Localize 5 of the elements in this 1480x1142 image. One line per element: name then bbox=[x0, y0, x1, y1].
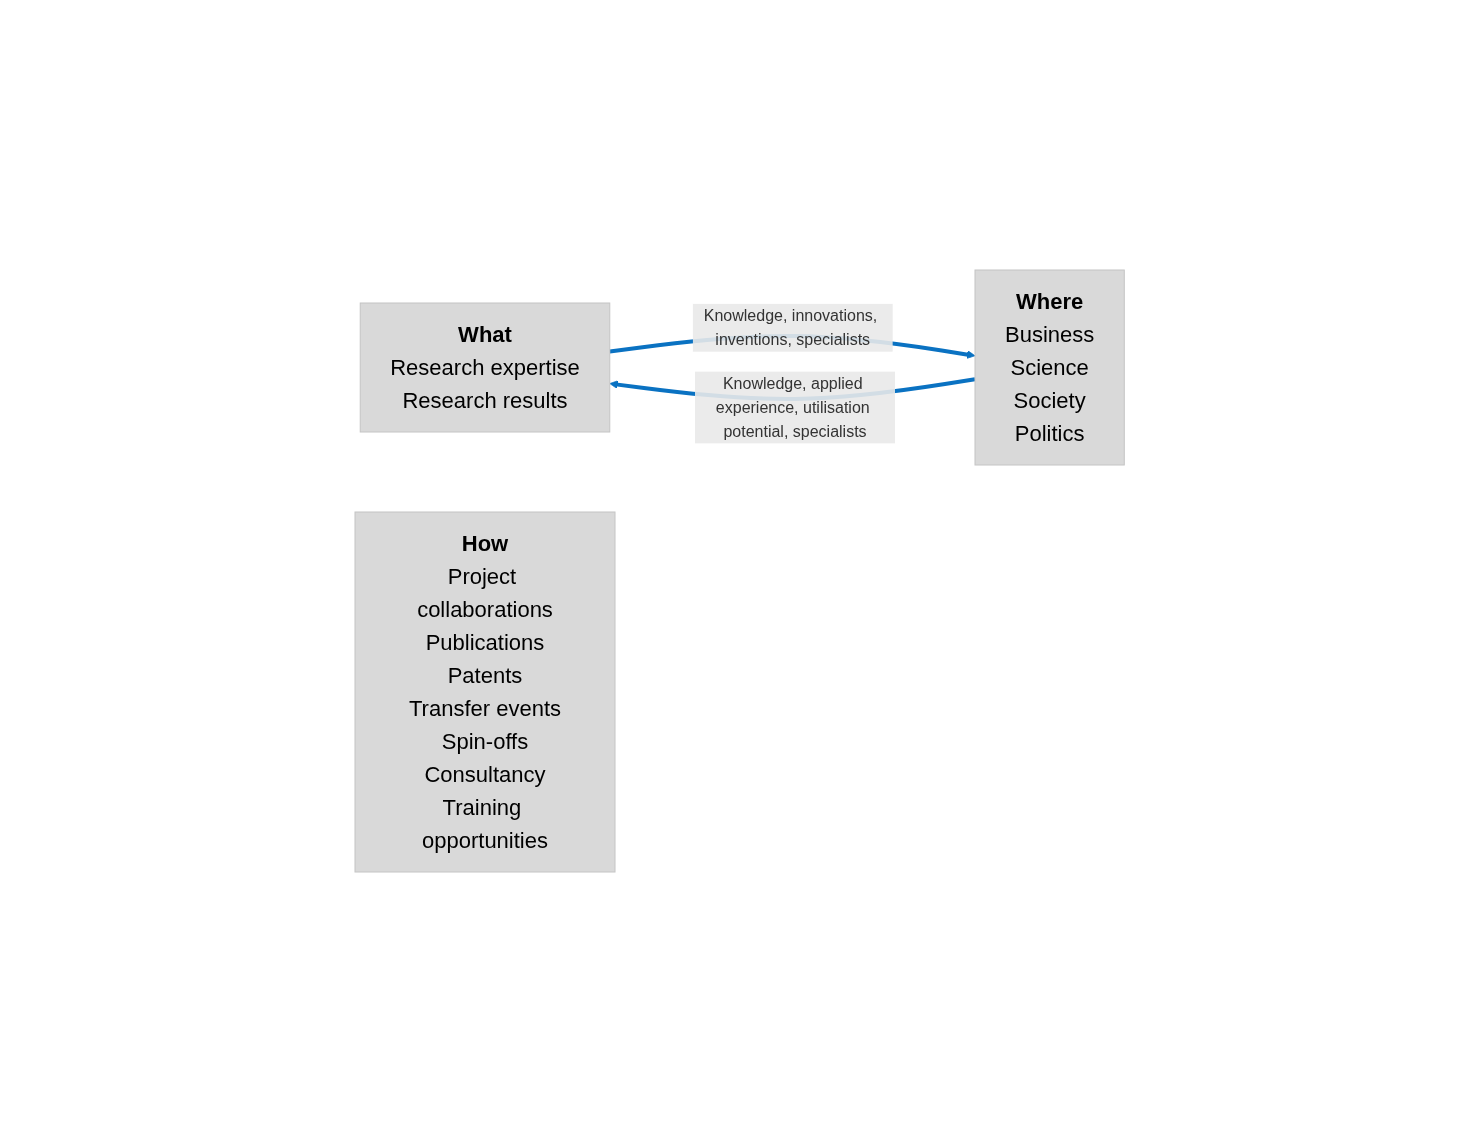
node-box: Where Business Science Society Politics bbox=[974, 269, 1126, 466]
edge-label: Knowledge, innovations, inventions, specialists bbox=[704, 306, 878, 348]
node-box: How Project collaborations Publications Patents Transfer events Spin-offs Consultancy Training opportunities bbox=[354, 511, 616, 873]
edge-label: Knowledge, applied experience, utilisation potential, specialists bbox=[716, 374, 871, 440]
node-box: What Research expertise Research results bbox=[360, 302, 611, 433]
